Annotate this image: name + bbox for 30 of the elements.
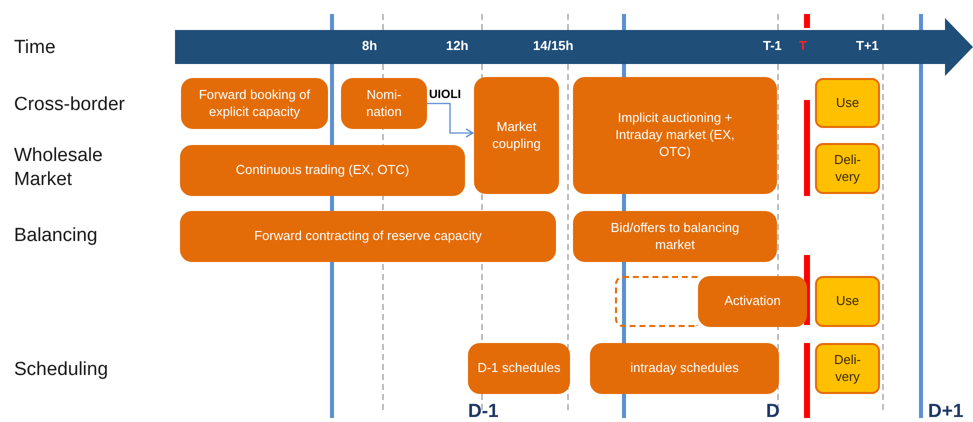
process-box: Implicit auctioning + Intraday market (EX, OTC): [573, 77, 777, 194]
time-tick-label: T+1: [856, 38, 879, 54]
day-label: D+1: [928, 400, 964, 422]
time-tick-label: 12h: [446, 38, 468, 54]
arrow: [427, 102, 474, 138]
edge-label: UIOLI: [429, 88, 461, 100]
process-box: Market coupling: [474, 77, 559, 194]
delivery-box: Use: [815, 78, 880, 128]
delivery-box: Deli- very: [815, 343, 880, 394]
row-label: Scheduling: [14, 358, 108, 382]
row-label: Wholesale Market: [14, 144, 104, 192]
day-label: D: [766, 400, 780, 422]
delivery-box: Deli- very: [815, 143, 880, 194]
process-box: Nomi- nation: [341, 78, 427, 129]
process-box: Continuous trading (EX, OTC): [180, 145, 465, 196]
row-label: Balancing: [14, 224, 98, 248]
process-box: Activation: [698, 276, 807, 327]
row-label: Time: [14, 36, 56, 60]
delivery-box: Use: [815, 276, 880, 327]
process-box: intraday schedules: [590, 343, 779, 394]
day-label: D-1: [468, 400, 499, 422]
time-tick-label: T: [799, 38, 807, 54]
row-label: Cross-border: [14, 93, 125, 117]
process-box: Forward contracting of reserve capacity: [180, 211, 556, 262]
process-box: Bid/offers to balancing market: [573, 211, 777, 262]
process-box: Forward booking of explicit capacity: [181, 78, 328, 129]
time-tick-label: 14/15h: [533, 38, 574, 54]
process-box: D-1 schedules: [468, 343, 570, 394]
time-tick-label: 8h: [362, 38, 378, 54]
time-tick-label: T-1: [763, 38, 782, 54]
